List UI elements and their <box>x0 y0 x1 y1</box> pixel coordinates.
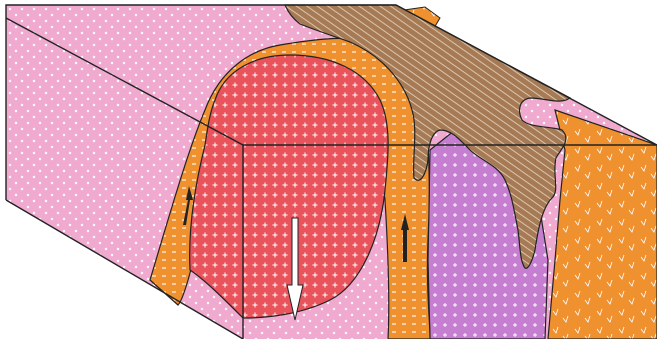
geologic-block-svg <box>0 0 657 339</box>
block-diagram <box>0 0 657 339</box>
